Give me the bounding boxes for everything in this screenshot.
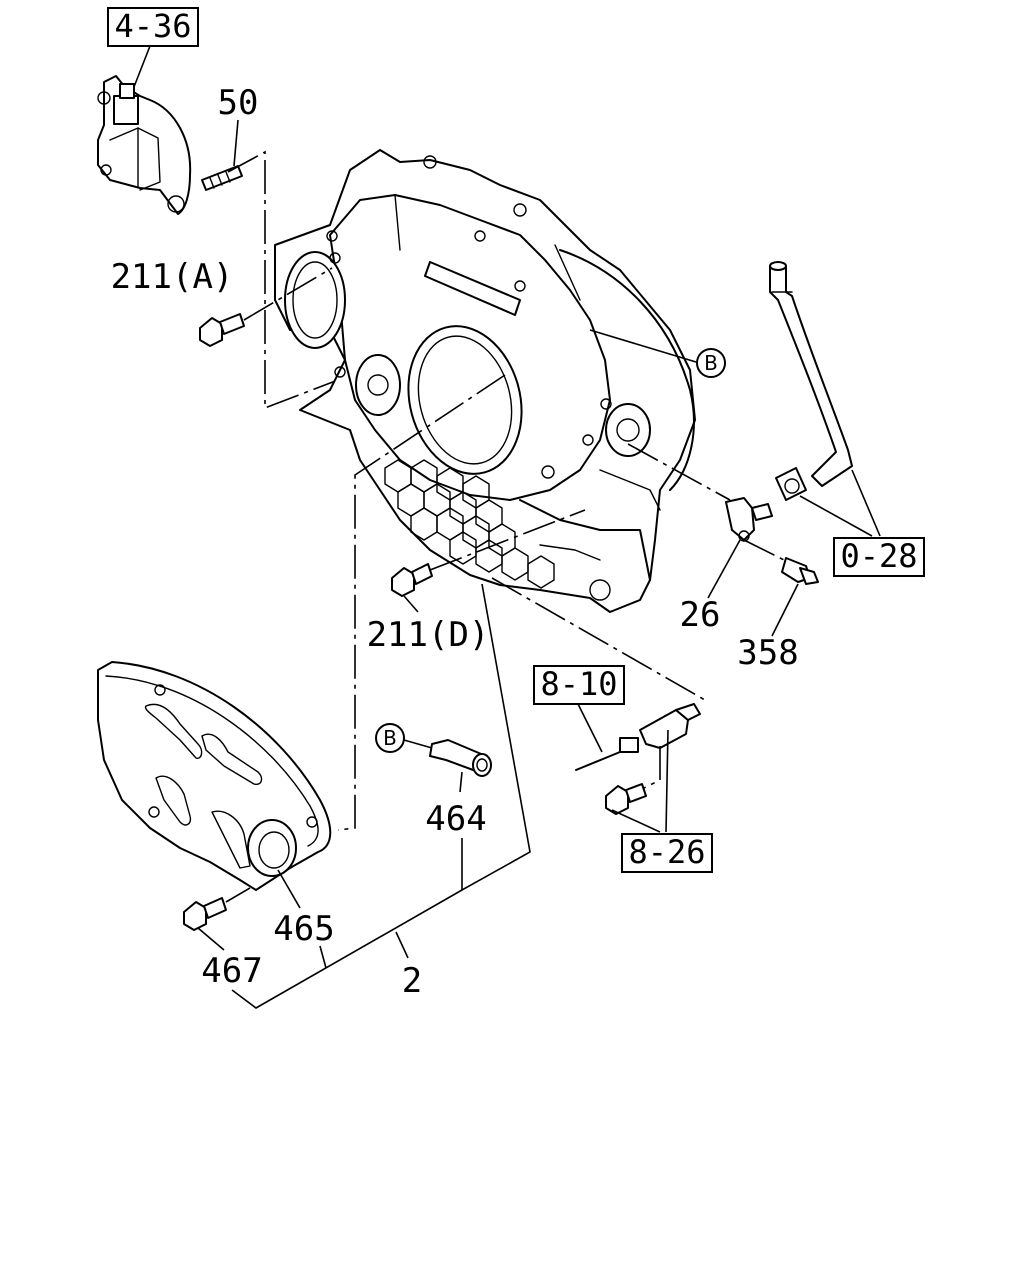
- ref-box-8-26[interactable]: 8-26: [621, 833, 713, 873]
- fitting-part-464: [429, 739, 492, 777]
- stud-part-50: [201, 165, 243, 191]
- ref-box-4-36[interactable]: 4-36: [107, 7, 199, 47]
- label-465[interactable]: 465: [273, 909, 334, 949]
- svg-text:8-26: 8-26: [628, 833, 705, 871]
- svg-text:B: B: [704, 351, 718, 375]
- label-464[interactable]: 464: [425, 799, 486, 839]
- svg-text:8-10: 8-10: [540, 665, 617, 703]
- label-26[interactable]: 26: [680, 595, 721, 635]
- bolt-part-211a: [199, 313, 245, 347]
- fitting-part-26: [725, 497, 773, 542]
- bolt-part-211d: [391, 563, 433, 597]
- label-211a[interactable]: 211(A): [111, 257, 234, 297]
- label-2[interactable]: 2: [402, 961, 422, 1001]
- svg-text:0-28: 0-28: [840, 537, 917, 575]
- label-211d[interactable]: 211(D): [367, 615, 490, 655]
- label-358[interactable]: 358: [737, 633, 798, 673]
- svg-text:4-36: 4-36: [114, 7, 191, 45]
- flywheel-housing-part: [274, 149, 696, 613]
- label-467[interactable]: 467: [201, 951, 262, 991]
- ref-box-8-10[interactable]: 8-10: [533, 665, 625, 705]
- bolt-part-358: [781, 557, 819, 585]
- sensor-unit-part: [97, 75, 192, 215]
- bolt-part-8-26: [605, 783, 647, 815]
- ref-box-0-28[interactable]: 0-28: [833, 537, 925, 577]
- marker-b-lower: B: [375, 723, 405, 753]
- bolt-part-467: [183, 897, 227, 931]
- hose-part: [769, 261, 853, 501]
- svg-text:B: B: [383, 726, 397, 750]
- honeycomb-ribbing: [384, 459, 555, 589]
- label-50[interactable]: 50: [218, 83, 259, 123]
- sensor-part: [575, 703, 701, 771]
- marker-b-upper: B: [696, 348, 726, 378]
- oil-seal-part-465: [247, 819, 297, 877]
